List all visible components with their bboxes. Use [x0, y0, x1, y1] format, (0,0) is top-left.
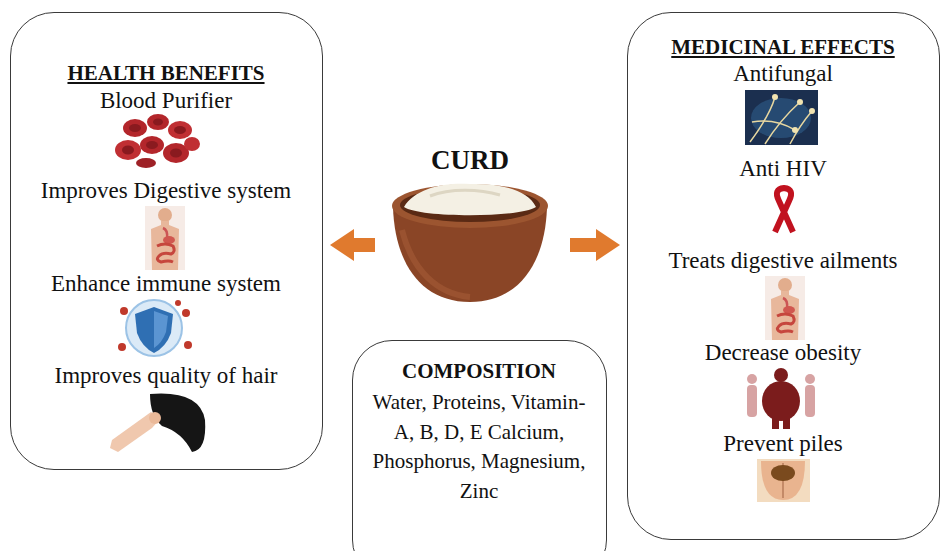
effect-label: Treats digestive ailments	[668, 247, 897, 275]
obesity-icon	[783, 414, 790, 429]
section-heading: MEDICINAL EFFECTS	[671, 35, 894, 60]
fungus-icon	[809, 108, 815, 114]
immune-shield-icon	[118, 300, 192, 356]
curd-pot-illustration	[392, 184, 548, 228]
center-item: CURD	[395, 140, 545, 305]
hiv-ribbon-icon	[775, 188, 793, 232]
arrow-head	[596, 229, 620, 261]
curd-pot-illustration	[402, 230, 470, 297]
block-arrow	[570, 229, 620, 261]
piles-icon	[757, 459, 810, 502]
arrow-shaft	[353, 238, 375, 252]
benefit-label: Improves quality of hair	[55, 362, 278, 390]
blood-cells-icon	[146, 141, 158, 149]
curd-pot-illustration	[392, 184, 548, 302]
center-title: CURD	[431, 144, 509, 176]
digestive-system-icon	[145, 206, 185, 270]
block-arrow	[330, 229, 375, 261]
digestive-system-icon	[765, 276, 805, 340]
benefit-label: Improves Digestive system	[41, 177, 291, 205]
hair-icon	[150, 394, 205, 452]
piles-icon	[761, 461, 805, 500]
blood-cells-icon	[174, 126, 186, 134]
effect-label: Antifungal	[733, 60, 833, 88]
immune-shield-icon	[154, 311, 168, 348]
piles-icon	[771, 465, 795, 481]
obesity-icon	[772, 414, 779, 429]
blood-cells-icon	[136, 158, 156, 168]
composition-list: Water, Proteins, Vitamin-A, B, D, E Calc…	[367, 388, 592, 506]
piles-icon	[757, 459, 810, 502]
hiv-ribbon-icon	[775, 188, 793, 232]
obesity-icon	[805, 385, 815, 417]
blood-cells-icon	[115, 140, 141, 160]
fungus-icon	[752, 121, 795, 130]
fungus-icon	[765, 102, 800, 144]
immune-shield-icon	[118, 343, 126, 351]
blood-cells-icon	[140, 136, 164, 154]
fungus-icon	[772, 94, 778, 100]
blood-cells-icon	[129, 124, 141, 132]
section-heading: HEALTH BENEFITS	[67, 61, 264, 86]
blood-cells-icon	[123, 119, 147, 137]
arrow-shaft	[570, 238, 597, 252]
section-heading: COMPOSITION	[402, 359, 556, 384]
benefit-label: Enhance immune system	[51, 270, 281, 298]
immune-shield-icon	[182, 309, 190, 317]
effects-panel: MEDICINAL EFFECTSAntifungalAnti HIV Treat…	[627, 12, 940, 540]
blood-cells-icon	[184, 137, 200, 151]
fungus-icon	[792, 127, 798, 133]
fungus-icon	[745, 90, 818, 145]
fungus-icon	[745, 90, 818, 145]
fungus-icon	[797, 99, 803, 105]
immune-shield-icon	[120, 307, 128, 315]
benefits-panel: HEALTH BENEFITSBlood PurifierImproves Di…	[10, 12, 323, 470]
obesity-icon	[747, 385, 757, 417]
blood-cells-icon	[168, 121, 192, 139]
blood-cells-icon	[115, 114, 200, 168]
effect-label: Decrease obesity	[705, 339, 861, 367]
obesity-icon	[805, 374, 815, 384]
blood-cells-icon	[153, 119, 163, 126]
hair-icon	[110, 412, 160, 452]
obesity-icon	[774, 368, 788, 382]
composition-panel: COMPOSITION Water, Proteins, Vitamin-A, B…	[352, 340, 607, 551]
obesity-icon	[762, 381, 800, 421]
obesity-icon	[747, 374, 757, 384]
arrow-head	[330, 229, 354, 261]
effect-label: Prevent piles	[723, 430, 842, 458]
effect-label: Anti HIV	[739, 155, 827, 183]
immune-shield-icon	[175, 300, 181, 306]
curd-pot-illustration	[430, 190, 500, 196]
blood-cells-icon	[170, 149, 182, 158]
immune-shield-icon	[135, 307, 173, 353]
hair-icon	[149, 412, 161, 424]
curd-pot-illustration	[404, 184, 536, 216]
benefit-label: Blood Purifier	[100, 87, 232, 115]
blood-cells-icon	[147, 114, 169, 130]
obesity-icon	[747, 368, 815, 429]
fungus-icon	[751, 98, 811, 138]
blood-cells-icon	[122, 146, 134, 155]
immune-shield-icon	[184, 341, 192, 349]
fungus-icon	[790, 111, 812, 144]
hair-icon	[110, 394, 205, 452]
immune-shield-icon	[126, 300, 182, 356]
